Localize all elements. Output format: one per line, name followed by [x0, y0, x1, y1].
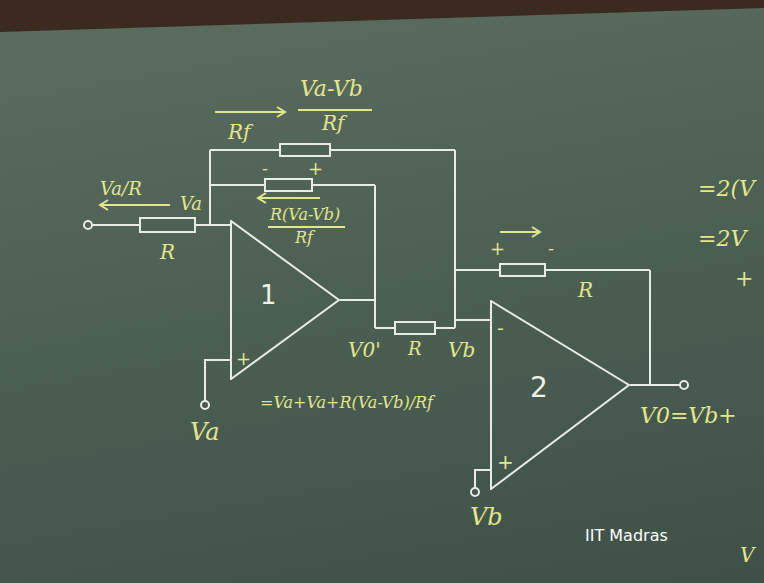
signal-label: R — [578, 280, 593, 300]
signal-label: =Va+Va+R(Va-Vb)/Rf — [260, 395, 433, 411]
signal-label: - — [548, 240, 554, 258]
signal-label: R — [160, 242, 175, 262]
signal-label: Rf — [228, 122, 250, 142]
signal-label: - — [262, 160, 268, 178]
signal-label: Vb — [448, 340, 475, 360]
signal-label: V0' — [348, 340, 381, 360]
signal-label: + — [308, 160, 323, 178]
signal-label: Rf — [322, 113, 344, 133]
resistor-symbol — [140, 144, 545, 334]
signal-label: Va-Vb — [300, 78, 363, 100]
signal-label: V0=Vb+ — [640, 405, 737, 427]
opamp-number: 1 — [260, 282, 277, 308]
signal-label: + — [490, 240, 505, 258]
signal-label: Va/R — [100, 180, 142, 198]
signal-label: + — [735, 268, 753, 290]
signal-label: =2V — [698, 228, 746, 250]
opamp-number: 2 — [530, 374, 548, 402]
signal-label: Va — [190, 420, 219, 444]
signal-label: Va — [180, 195, 202, 213]
signal-label: R(Va-Vb) — [270, 207, 340, 223]
signal-label: V — [740, 545, 754, 565]
signal-label: + — [497, 452, 514, 472]
signal-label: Rf — [295, 230, 313, 246]
signal-label: - — [497, 318, 504, 338]
signal-label: + — [236, 350, 251, 368]
board-frame — [0, 0, 764, 32]
wires — [84, 150, 688, 496]
current-arrows — [100, 107, 540, 237]
signal-label: =2(V — [698, 178, 755, 200]
signal-label: R — [408, 340, 422, 358]
signal-label: Vb — [470, 505, 503, 529]
watermark: IIT Madras — [585, 528, 668, 544]
